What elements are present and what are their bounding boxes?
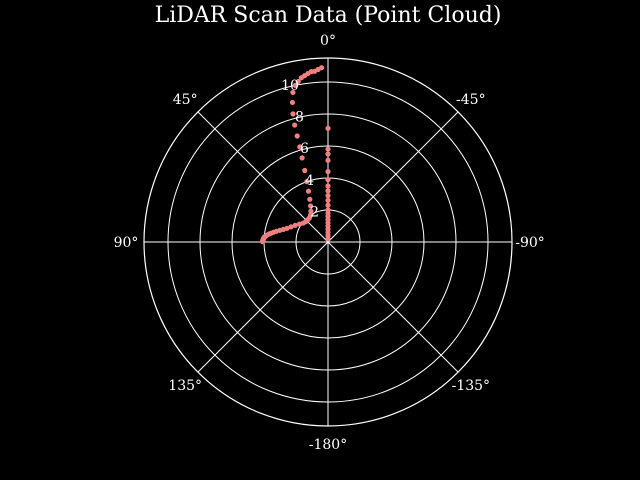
- lidar-point: [325, 193, 331, 199]
- lidar-point: [325, 125, 331, 131]
- lidar-point: [290, 89, 296, 96]
- lidar-point: [325, 197, 331, 203]
- r-tick-label: 8: [295, 110, 304, 126]
- theta-grid-line: [197, 241, 329, 373]
- theta-tick-label: -90°: [515, 235, 545, 251]
- lidar-point: [292, 122, 298, 128]
- lidar-point: [289, 99, 296, 106]
- point-cloud: [259, 65, 331, 245]
- lidar-point: [325, 183, 331, 189]
- lidar-point: [299, 155, 305, 161]
- lidar-point: [325, 177, 331, 183]
- lidar-point: [302, 167, 308, 174]
- lidar-point: [308, 208, 314, 214]
- lidar-point: [259, 239, 266, 245]
- lidar-point: [292, 82, 298, 88]
- lidar-point: [325, 151, 331, 157]
- lidar-point: [295, 78, 301, 85]
- lidar-point: [325, 169, 331, 175]
- theta-tick-label: 135°: [168, 378, 202, 394]
- lidar-point: [325, 207, 331, 213]
- theta-tick-label: 90°: [114, 235, 139, 251]
- lidar-point: [304, 179, 310, 185]
- lidar-point: [297, 144, 303, 150]
- r-tick-label: 10: [281, 78, 299, 94]
- lidar-point: [307, 196, 313, 202]
- theta-tick-label: 0°: [320, 33, 336, 49]
- lidar-point: [325, 188, 331, 194]
- theta-grid-line: [327, 241, 459, 373]
- lidar-point: [325, 146, 331, 152]
- lidar-point: [292, 222, 298, 228]
- theta-grid-line: [327, 111, 459, 243]
- theta-tick-label: 45°: [173, 92, 198, 108]
- chart-title: LiDAR Scan Data (Point Cloud): [155, 3, 502, 28]
- r-tick-label: 6: [300, 141, 309, 157]
- theta-tick-label: -135°: [452, 378, 490, 394]
- lidar-point: [305, 188, 312, 194]
- polar-grid: [143, 57, 513, 427]
- theta-tick-label: -45°: [456, 92, 486, 108]
- tick-labels: 0° 45° 90° 135° -180° -135° -90° -45° 2 4 6 8 10: [114, 33, 545, 453]
- lidar-point: [294, 133, 300, 139]
- r-tick-label: 4: [305, 173, 314, 189]
- lidar-point: [307, 203, 314, 209]
- lidar-point: [288, 224, 294, 230]
- lidar-point: [325, 157, 331, 163]
- lidar-point: [298, 75, 304, 81]
- r-tick-label: 2: [310, 204, 319, 220]
- lidar-point: [290, 111, 296, 117]
- lidar-point: [325, 202, 331, 208]
- lidar-point: [296, 221, 303, 227]
- theta-tick-label: -180°: [309, 437, 347, 453]
